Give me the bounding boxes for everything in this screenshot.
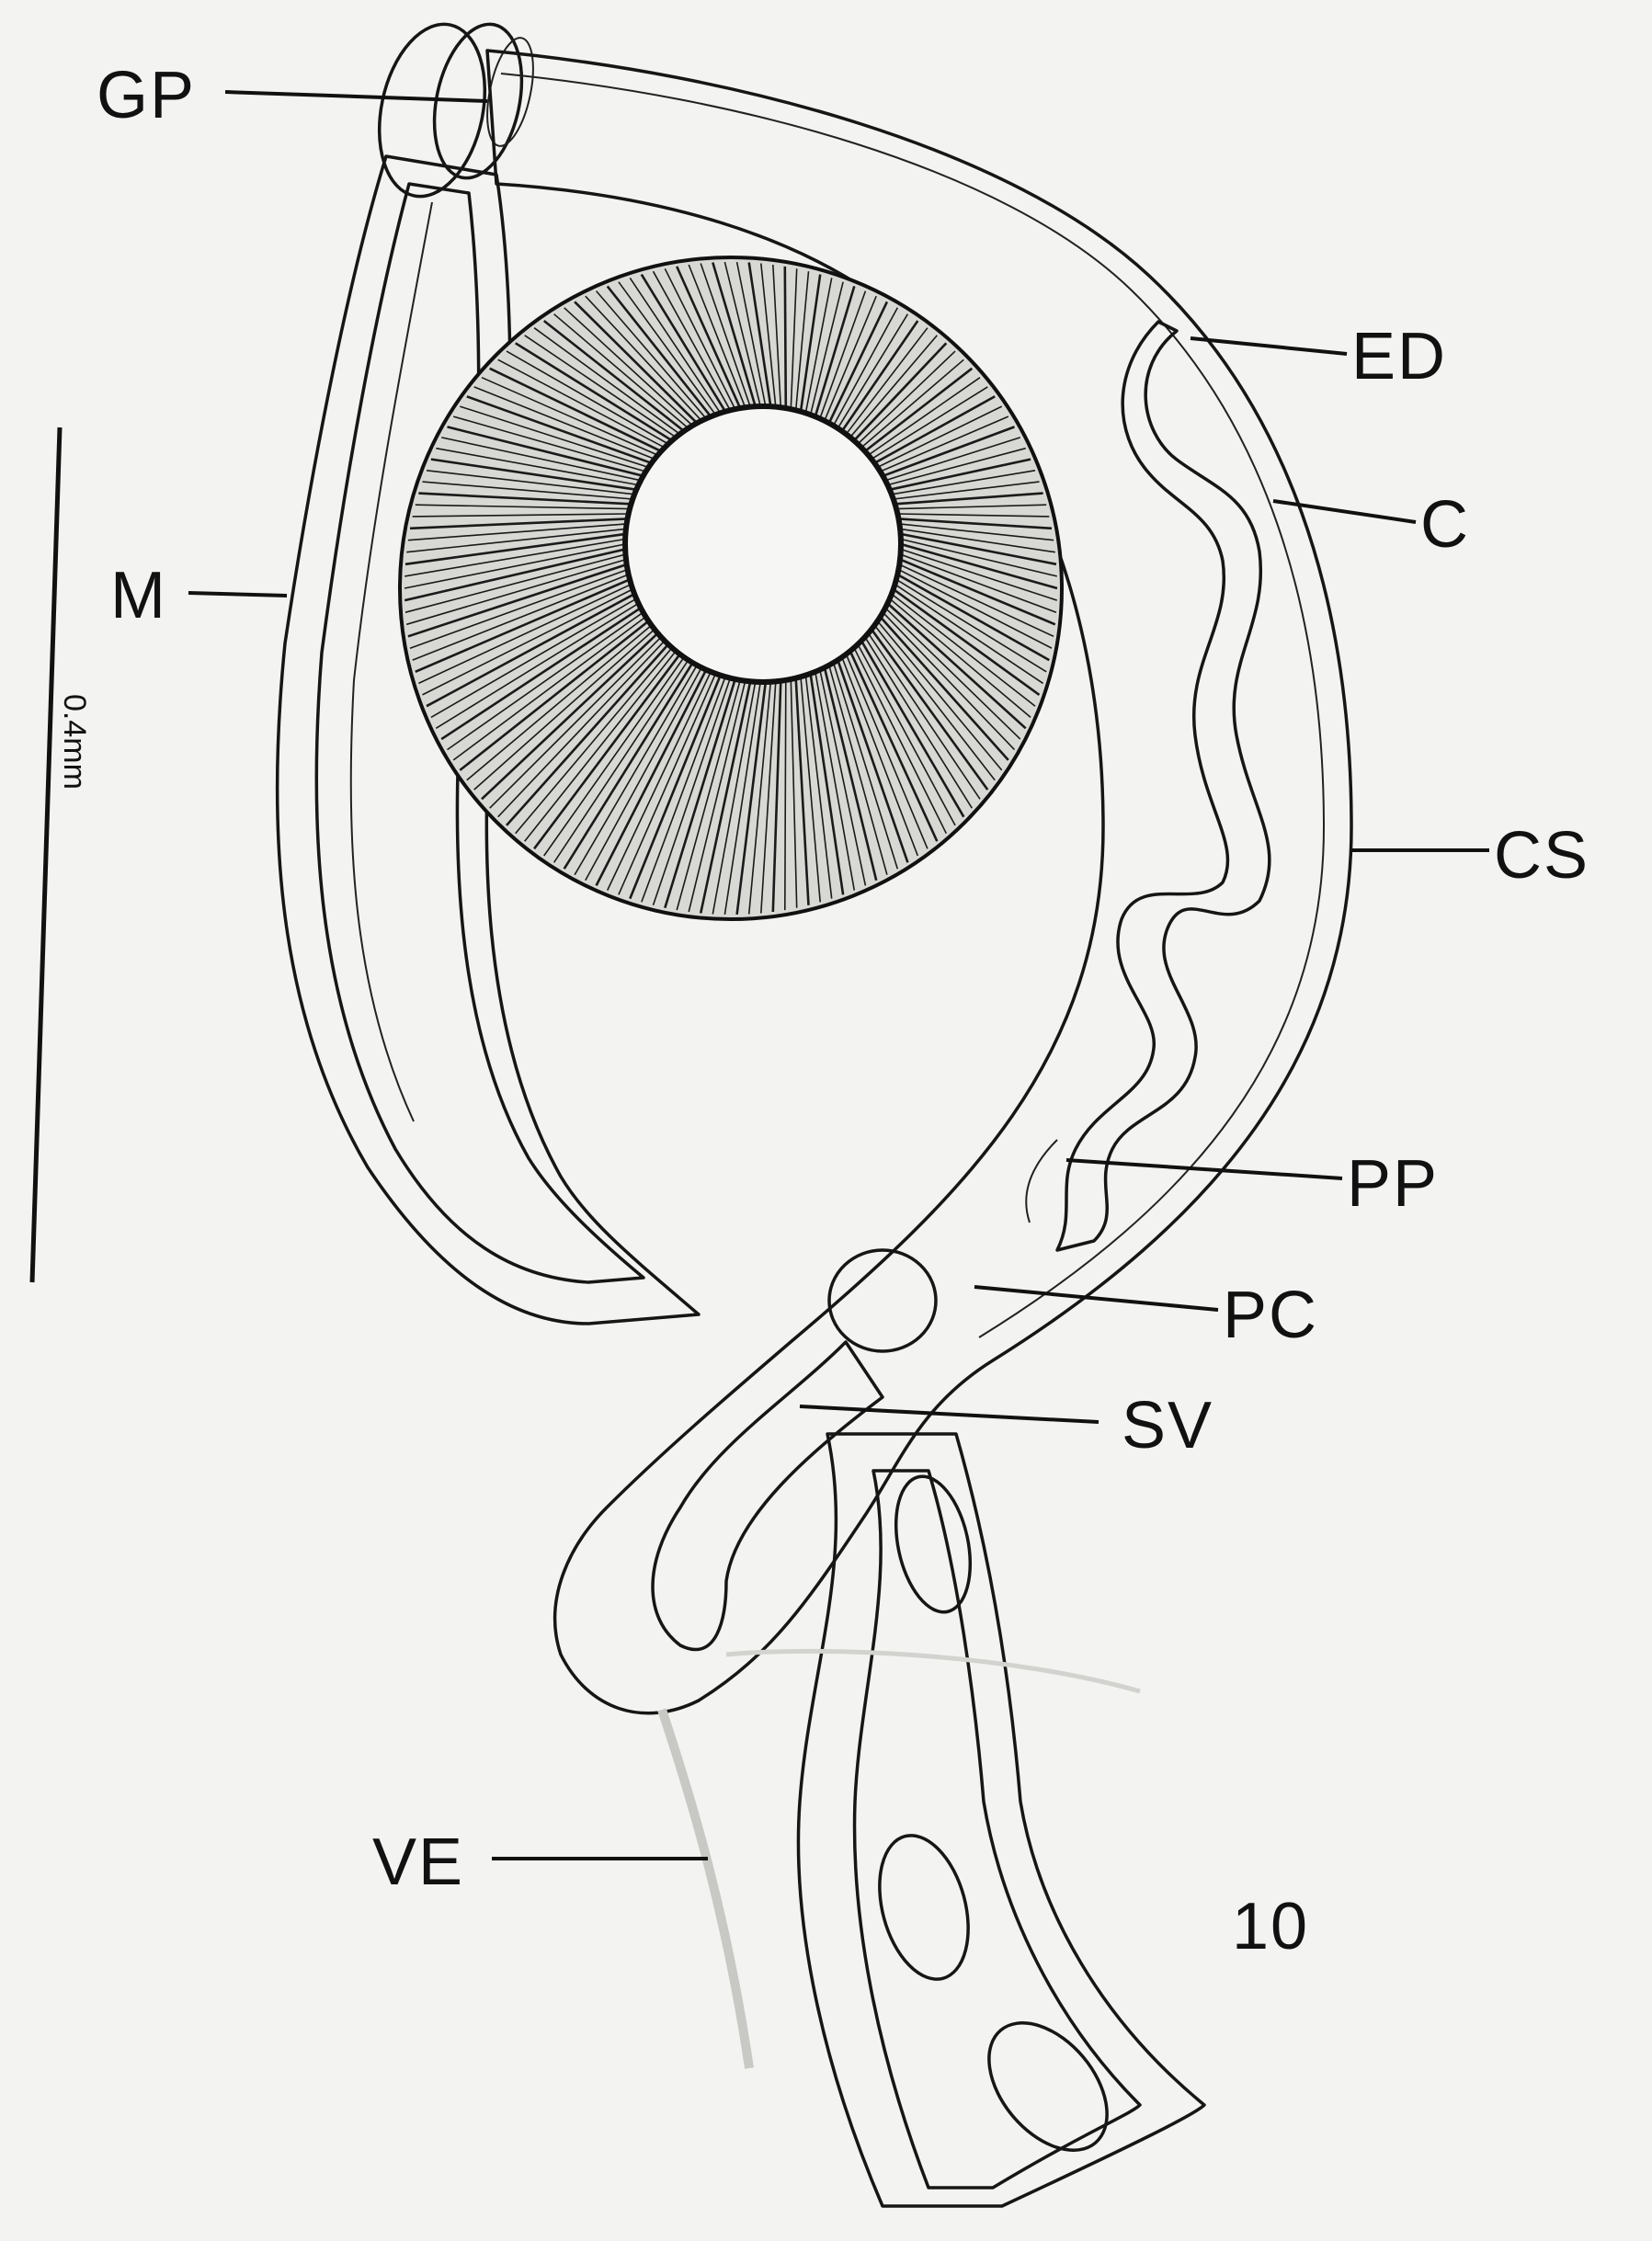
label-gp: GP	[97, 59, 196, 132]
prostatic-cells	[829, 1250, 936, 1351]
label-ed: ED	[1351, 320, 1447, 393]
muscle-fiber	[785, 267, 786, 408]
scale-bar-label: 0.4mm	[57, 694, 92, 790]
lower-body-tube	[798, 1434, 1204, 2206]
figure-number: 10	[1232, 1890, 1309, 1963]
genital-pore	[364, 15, 541, 207]
ventral-sucker	[400, 257, 1062, 919]
label-sv: SV	[1122, 1389, 1213, 1462]
label-m: M	[110, 559, 167, 632]
ventral-edge	[662, 1710, 749, 2068]
scale-bar: 0.4mm	[32, 427, 92, 1282]
label-pp: PP	[1347, 1147, 1439, 1221]
muscle-fiber	[785, 680, 786, 910]
label-c: C	[1420, 488, 1470, 562]
egg	[865, 1826, 983, 1989]
label-cs: CS	[1494, 819, 1589, 893]
label-pc: PC	[1223, 1279, 1318, 1352]
sucker-lumen	[625, 406, 901, 682]
egg	[965, 2001, 1130, 2173]
label-ve: VE	[372, 1826, 464, 1899]
